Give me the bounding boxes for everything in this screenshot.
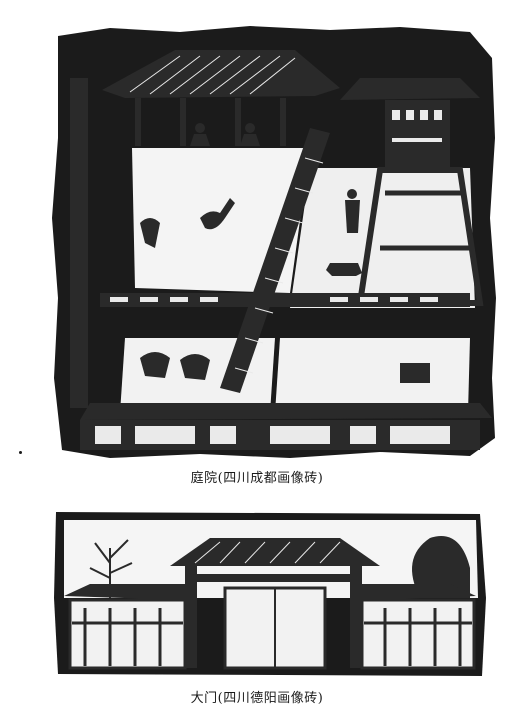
middle-wall bbox=[100, 293, 470, 307]
hall-pillar bbox=[235, 98, 241, 146]
figure-caption-gate: 大门(四川德阳画像砖) bbox=[190, 691, 324, 706]
gate-rubbing-icon bbox=[54, 512, 486, 676]
right-wall-pattern bbox=[364, 608, 472, 666]
servant-figure-body bbox=[345, 200, 360, 233]
courtyard-rubbing-image bbox=[40, 18, 500, 463]
seated-figure-head bbox=[245, 123, 255, 133]
left-wall-roof bbox=[64, 584, 185, 600]
hall-pillar bbox=[280, 98, 286, 146]
courtyard-rubbing-icon bbox=[52, 26, 496, 458]
diagonal-wall bbox=[220, 128, 330, 393]
lower-bird bbox=[140, 352, 170, 378]
front-wall-panels bbox=[95, 426, 450, 444]
watchtower-frame bbox=[356, 167, 484, 306]
left-wall bbox=[70, 78, 88, 408]
seated-figure-body bbox=[190, 134, 210, 146]
crane-bird bbox=[200, 198, 235, 230]
hall-roof bbox=[102, 50, 340, 98]
well-frame bbox=[400, 363, 430, 383]
right-tree bbox=[412, 536, 470, 598]
watchtower-roof bbox=[340, 78, 480, 100]
hall-pillar bbox=[135, 98, 141, 146]
roof-tile-lines bbox=[129, 55, 296, 95]
middle-wall-bricks bbox=[110, 297, 438, 302]
left-wall-pattern bbox=[72, 608, 183, 666]
watchtower-windows bbox=[392, 110, 442, 142]
lower-right-ground bbox=[275, 338, 470, 413]
dog bbox=[326, 263, 362, 276]
left-wall bbox=[68, 598, 187, 670]
right-courtyard-ground bbox=[290, 168, 475, 308]
rooster-bird bbox=[140, 218, 160, 248]
gate-rubbing-image bbox=[50, 508, 490, 678]
seated-figure-head bbox=[195, 123, 205, 133]
figure-caption-courtyard: 庭院(四川成都画像砖) bbox=[190, 471, 324, 486]
hall-pillar bbox=[180, 98, 186, 146]
diagonal-wall-hatching bbox=[234, 157, 324, 374]
gate-roof bbox=[170, 538, 380, 566]
gate-lintel bbox=[197, 574, 350, 582]
right-wall bbox=[360, 598, 476, 670]
right-wall-roof bbox=[362, 584, 476, 600]
gate-roof-tiles bbox=[194, 541, 341, 564]
gate-pillar bbox=[185, 566, 197, 668]
lower-bird bbox=[180, 354, 210, 380]
gate-pillar bbox=[350, 566, 362, 668]
servant-figure-head bbox=[347, 189, 357, 199]
seated-figure-body bbox=[240, 134, 260, 146]
scan-speck bbox=[19, 451, 22, 454]
front-gate-roof bbox=[80, 403, 492, 420]
